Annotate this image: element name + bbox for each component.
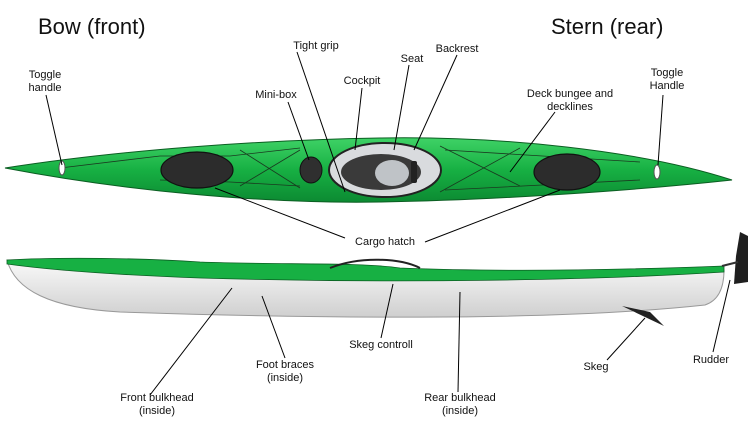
front-hatch bbox=[161, 152, 233, 188]
label-cargo-hatch: Cargo hatch bbox=[355, 236, 415, 249]
label-front-bulkhead: Front bulkhead (inside) bbox=[120, 392, 193, 418]
kayak-top-view bbox=[5, 138, 732, 202]
leader-skeg bbox=[607, 318, 645, 360]
stern-heading: Stern (rear) bbox=[551, 14, 663, 40]
leader-toggle-rear bbox=[658, 95, 663, 165]
backrest bbox=[411, 161, 417, 183]
label-backrest: Backrest bbox=[436, 43, 479, 56]
toggle-handle-rear bbox=[654, 165, 660, 179]
leader-seat bbox=[394, 65, 409, 150]
mini-box bbox=[300, 157, 322, 183]
cockpit bbox=[329, 143, 441, 197]
label-deck-bungee: Deck bungee and decklines bbox=[527, 88, 613, 114]
label-toggle-handle-rear: Toggle Handle bbox=[650, 67, 685, 93]
label-rear-bulkhead: Rear bulkhead (inside) bbox=[424, 392, 496, 418]
bow-heading: Bow (front) bbox=[38, 14, 146, 40]
leader-toggle-front bbox=[46, 95, 62, 165]
label-foot-braces: Foot braces (inside) bbox=[256, 359, 314, 385]
label-tight-grip: Tight grip bbox=[293, 40, 338, 53]
label-rudder: Rudder bbox=[693, 354, 729, 367]
label-seat: Seat bbox=[401, 53, 424, 66]
label-toggle-handle-front: Toggle handle bbox=[28, 69, 61, 95]
seat bbox=[375, 160, 409, 186]
rudder bbox=[734, 232, 748, 284]
label-skeg: Skeg bbox=[583, 361, 608, 374]
label-skeg-control: Skeg controll bbox=[349, 339, 413, 352]
leader-backrest bbox=[414, 55, 457, 150]
label-mini-box: Mini-box bbox=[255, 89, 297, 102]
label-cockpit: Cockpit bbox=[344, 75, 381, 88]
rear-hatch bbox=[534, 154, 600, 190]
